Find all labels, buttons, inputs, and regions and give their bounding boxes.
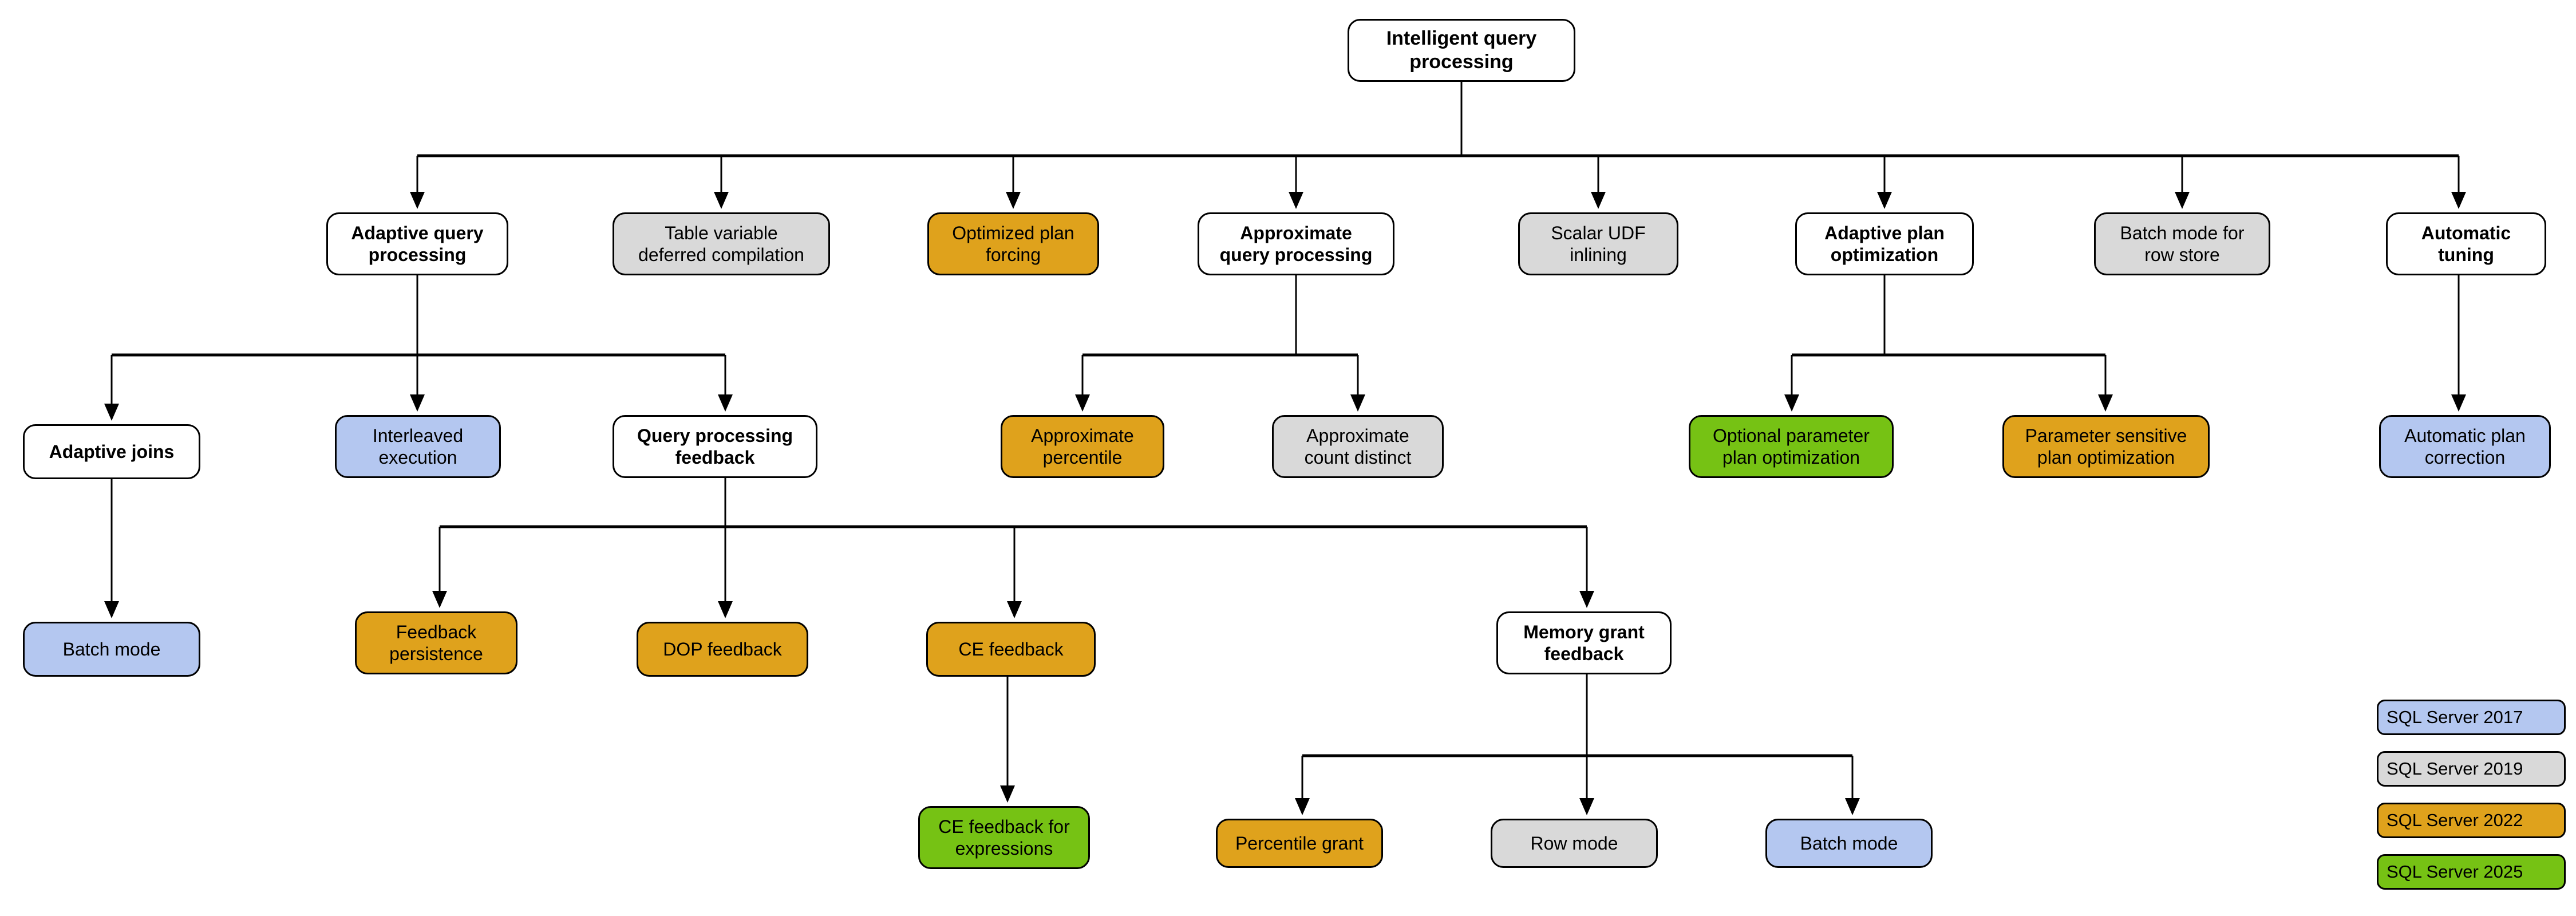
node-label: Interleaved execution <box>372 425 464 468</box>
node-label: Memory grant feedback <box>1523 621 1645 664</box>
node-label: Percentile grant <box>1235 832 1364 854</box>
edge-root-to-adaptive-query-processing-arrowhead <box>410 192 425 209</box>
legend-item-sql-server-2022: SQL Server 2022 <box>2377 803 2566 838</box>
edge-ce-feedback-to-ce-feedback-for-expressions-arrowhead <box>1000 785 1015 803</box>
node-intelligent-query-processing[interactable]: Intelligent query processing <box>1348 19 1575 82</box>
node-ce-feedback[interactable]: CE feedback <box>926 622 1096 677</box>
edge-qpf-to-ce-feedback-arrowhead <box>1007 601 1022 618</box>
edge-root-to-approximate-query-processing-arrowhead <box>1289 192 1303 209</box>
node-adaptive-plan-optimization[interactable]: Adaptive plan optimization <box>1795 212 1974 275</box>
node-approximate-count-distinct[interactable]: Approximate count distinct <box>1272 415 1444 478</box>
node-label: Adaptive query processing <box>351 222 484 265</box>
node-label: Adaptive plan optimization <box>1824 222 1945 265</box>
node-label: Batch mode for row store <box>2120 222 2245 265</box>
edge-aqp-to-adaptive-joins-arrowhead <box>104 404 119 421</box>
node-label: DOP feedback <box>663 638 782 660</box>
node-approximate-percentile[interactable]: Approximate percentile <box>1001 415 1164 478</box>
node-dop-feedback[interactable]: DOP feedback <box>637 622 808 677</box>
edge-aqp2-to-approximate-count-distinct-arrowhead <box>1350 394 1365 412</box>
legend-item-label: SQL Server 2017 <box>2387 707 2523 727</box>
node-adaptive-query-processing[interactable]: Adaptive query processing <box>326 212 508 275</box>
node-optional-parameter-plan-optimization[interactable]: Optional parameter plan optimization <box>1689 415 1894 478</box>
legend-item-sql-server-2017: SQL Server 2017 <box>2377 700 2566 735</box>
edge-root-to-adaptive-plan-optimization-arrowhead <box>1877 192 1892 209</box>
legend-item-sql-server-2019: SQL Server 2019 <box>2377 751 2566 787</box>
edge-mgf-to-row-mode-arrowhead <box>1579 798 1594 815</box>
edge-apo-to-parameter-sensitive-plan-optimization-arrowhead <box>2098 394 2113 412</box>
node-label: Query processing feedback <box>637 425 793 468</box>
node-query-processing-feedback[interactable]: Query processing feedback <box>613 415 817 478</box>
node-label: Scalar UDF inlining <box>1551 222 1646 265</box>
node-label: Batch mode <box>1800 832 1898 854</box>
node-label: Table variable deferred compilation <box>638 222 804 265</box>
node-label: CE feedback <box>958 638 1064 660</box>
node-parameter-sensitive-plan-optimization[interactable]: Parameter sensitive plan optimization <box>2002 415 2210 478</box>
node-label: CE feedback for expressions <box>938 816 1070 859</box>
node-label: Batch mode <box>62 638 161 660</box>
node-label: Intelligent query processing <box>1386 27 1537 73</box>
edge-aqp-to-interleaved-execution-arrowhead <box>410 394 425 412</box>
edge-root-to-batch-mode-for-row-store-arrowhead <box>2175 192 2190 209</box>
node-label: Approximate percentile <box>1031 425 1134 468</box>
legend-item-label: SQL Server 2025 <box>2387 862 2523 882</box>
edge-aqp-to-query-processing-feedback-arrowhead <box>718 394 733 412</box>
node-interleaved-execution[interactable]: Interleaved execution <box>335 415 501 478</box>
node-adaptive-joins[interactable]: Adaptive joins <box>23 424 200 479</box>
node-label: Approximate query processing <box>1219 222 1373 265</box>
node-label: Feedback persistence <box>389 621 483 664</box>
node-label: Automatic tuning <box>2421 222 2511 265</box>
node-scalar-udf-inlining[interactable]: Scalar UDF inlining <box>1518 212 1678 275</box>
node-label: Parameter sensitive plan optimization <box>2025 425 2187 468</box>
node-percentile-grant[interactable]: Percentile grant <box>1216 819 1383 868</box>
edge-qpf-to-dop-feedback-arrowhead <box>718 601 733 618</box>
node-label: Automatic plan correction <box>2404 425 2526 468</box>
edge-qpf-to-feedback-persistence-arrowhead <box>432 591 447 608</box>
edge-apo-to-optional-parameter-plan-optimization-arrowhead <box>1784 394 1799 412</box>
node-approximate-query-processing[interactable]: Approximate query processing <box>1198 212 1394 275</box>
node-label: Row mode <box>1530 832 1618 854</box>
edge-root-to-scalar-udf-inlining-arrowhead <box>1591 192 1606 209</box>
edge-aqp2-to-approximate-percentile-arrowhead <box>1075 394 1090 412</box>
edge-root-to-table-variable-deferred-compilation-arrowhead <box>714 192 729 209</box>
node-ce-feedback-for-expressions[interactable]: CE feedback for expressions <box>918 806 1090 869</box>
node-row-mode[interactable]: Row mode <box>1491 819 1658 868</box>
edge-adaptive-joins-to-batch-mode-arrowhead <box>104 601 119 618</box>
node-table-variable-deferred-compilation[interactable]: Table variable deferred compilation <box>613 212 830 275</box>
node-feedback-persistence[interactable]: Feedback persistence <box>355 611 517 674</box>
node-label: Optional parameter plan optimization <box>1713 425 1870 468</box>
edge-qpf-to-memory-grant-feedback-arrowhead <box>1579 591 1594 608</box>
edge-automatic-tuning-to-automatic-plan-correction-arrowhead <box>2451 394 2466 412</box>
edge-mgf-to-batch-mode-arrowhead <box>1845 798 1860 815</box>
edge-mgf-to-percentile-grant-arrowhead <box>1295 798 1310 815</box>
edge-root-to-automatic-tuning-arrowhead <box>2451 192 2466 209</box>
node-batch-mode[interactable]: Batch mode <box>23 622 200 677</box>
edge-root-to-optimized-plan-forcing-arrowhead <box>1006 192 1021 209</box>
legend-item-sql-server-2025: SQL Server 2025 <box>2377 854 2566 890</box>
node-batch-mode-memory-grant[interactable]: Batch mode <box>1765 819 1933 868</box>
node-label: Approximate count distinct <box>1304 425 1412 468</box>
node-label: Optimized plan forcing <box>952 222 1074 265</box>
legend-item-label: SQL Server 2019 <box>2387 759 2523 779</box>
node-optimized-plan-forcing[interactable]: Optimized plan forcing <box>927 212 1099 275</box>
node-automatic-tuning[interactable]: Automatic tuning <box>2386 212 2546 275</box>
node-memory-grant-feedback[interactable]: Memory grant feedback <box>1496 611 1672 674</box>
legend-item-label: SQL Server 2022 <box>2387 810 2523 830</box>
node-automatic-plan-correction[interactable]: Automatic plan correction <box>2379 415 2551 478</box>
node-batch-mode-for-row-store[interactable]: Batch mode for row store <box>2094 212 2270 275</box>
node-label: Adaptive joins <box>49 441 175 462</box>
